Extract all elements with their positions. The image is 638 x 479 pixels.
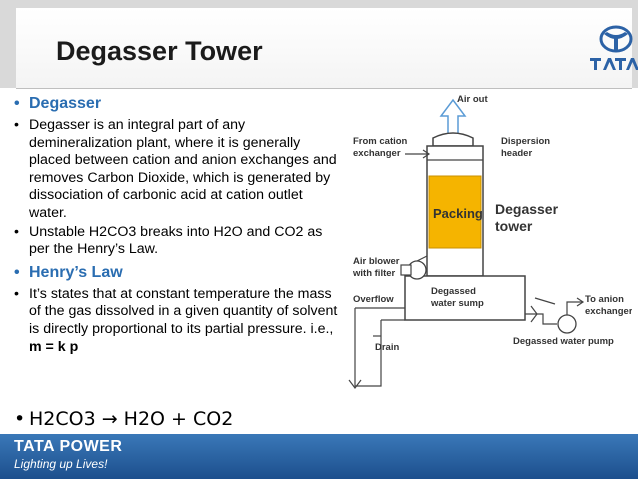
section-heading-degasser: • Degasser (14, 94, 344, 114)
label-from-cation: From cation (353, 136, 408, 147)
tata-logo-icon (590, 25, 638, 70)
tower-dome (432, 132, 474, 147)
bullet-degasser-definition: • Degasser is an integral part of any de… (14, 117, 344, 223)
bullet-text: Degasser is an integral part of any demi… (29, 117, 337, 221)
bullet-dot-icon: • (14, 95, 20, 112)
footer-tagline: Lighting up Lives! (14, 457, 108, 471)
slide-frame-top (0, 0, 638, 8)
bullet-dot-icon: • (14, 223, 19, 240)
title-panel: Degasser Tower (16, 8, 638, 89)
label-air-out: Air out (457, 94, 488, 105)
water-sump (404, 275, 526, 321)
label-dispersion: Dispersion (501, 136, 550, 147)
footer-bar: TATA POWER Lighting up Lives! (0, 434, 638, 479)
degasser-tower-diagram: Air out From cation exchanger Dispersion… (348, 94, 632, 389)
slide-frame-left (0, 0, 16, 88)
bullet-text: It’s states that at constant temperature… (29, 285, 338, 337)
overflow-pipe (354, 308, 382, 387)
henrys-law-formula: m = k p (29, 338, 79, 355)
section-heading-text: Degasser (29, 95, 102, 112)
pump-icon (557, 314, 577, 334)
reaction-equation: • H2CO3 → H2O + CO2 (14, 408, 233, 430)
label-to-anion-2: exchanger (585, 306, 632, 317)
label-to-anion: To anion (585, 294, 624, 305)
label-air-blower-2: with filter (352, 268, 396, 279)
slide-title: Degasser Tower (56, 36, 263, 66)
to-anion-arrow-icon (576, 297, 585, 307)
section-heading-text: Henry’s Law (29, 263, 123, 281)
label-pump: Degassed water pump (513, 336, 614, 347)
bullet-dot-icon: • (14, 285, 19, 302)
content-column: • Degasser • Degasser is an integral par… (14, 94, 344, 357)
label-air-blower: Air blower (353, 256, 400, 267)
reaction-text: H2CO3 → H2O + CO2 (29, 408, 234, 430)
bullet-dot-icon: • (14, 117, 19, 133)
drain-arrow-icon (348, 379, 362, 389)
pump-line (525, 313, 557, 325)
bullet-henrys-law-definition: • It’s states that at constant temperatu… (14, 286, 344, 356)
label-from-cation-2: exchanger (353, 148, 401, 159)
label-sump: Degassed (431, 286, 476, 297)
label-overflow: Overflow (353, 294, 394, 305)
label-packing: Packing (433, 206, 483, 221)
label-drain: Drain (375, 342, 399, 353)
bullet-text: Unstable H2CO3 breaks into H2O and CO2 a… (29, 223, 323, 258)
label-degasser: Degasser (495, 201, 559, 217)
bullet-dot-icon: • (14, 263, 20, 281)
air-out-arrow-icon (439, 98, 467, 144)
bullet-h2co3-breakdown: • Unstable H2CO3 breaks into H2O and CO2… (14, 224, 344, 259)
footer-brand: TATA POWER (14, 438, 123, 455)
bullet-dot-icon: • (14, 408, 26, 430)
slide-frame-right (632, 0, 638, 88)
packing-bed (428, 175, 482, 249)
section-heading-henrys-law: • Henry’s Law (14, 263, 344, 283)
label-dispersion-2: header (501, 148, 532, 159)
label-sump-2: water sump (430, 298, 484, 309)
label-tower: tower (495, 218, 533, 234)
